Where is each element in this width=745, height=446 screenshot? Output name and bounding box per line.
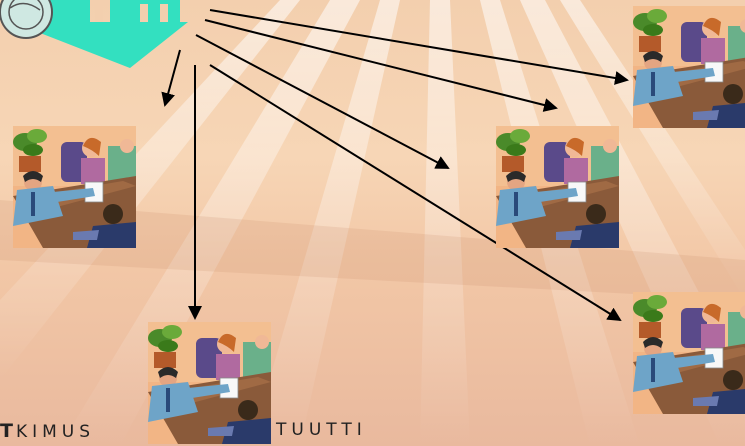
- logo-icon: [0, 0, 188, 68]
- footer-left-word: KIMUS: [15, 422, 96, 442]
- meeting-clipart-top-right: [633, 6, 745, 128]
- meeting-clipart-bottom-right: [633, 292, 745, 414]
- arrow-to-top-right-clip: [209, 9, 629, 85]
- footer-left-initial: T: [0, 420, 16, 442]
- meeting-clipart-left: [13, 126, 136, 248]
- arrow-to-center-right-clip: [204, 19, 558, 112]
- footer-left-text: TKIMUS: [0, 420, 95, 446]
- footer-right-text: TUUTTI: [276, 420, 367, 440]
- arrow-to-middle-clip: [195, 34, 450, 169]
- meeting-clipart-bottom: [148, 322, 271, 444]
- arrow-to-bottom-right-clip: [209, 64, 622, 322]
- arrow-to-left-clip: [161, 49, 181, 107]
- meeting-clipart-middle: [496, 126, 619, 248]
